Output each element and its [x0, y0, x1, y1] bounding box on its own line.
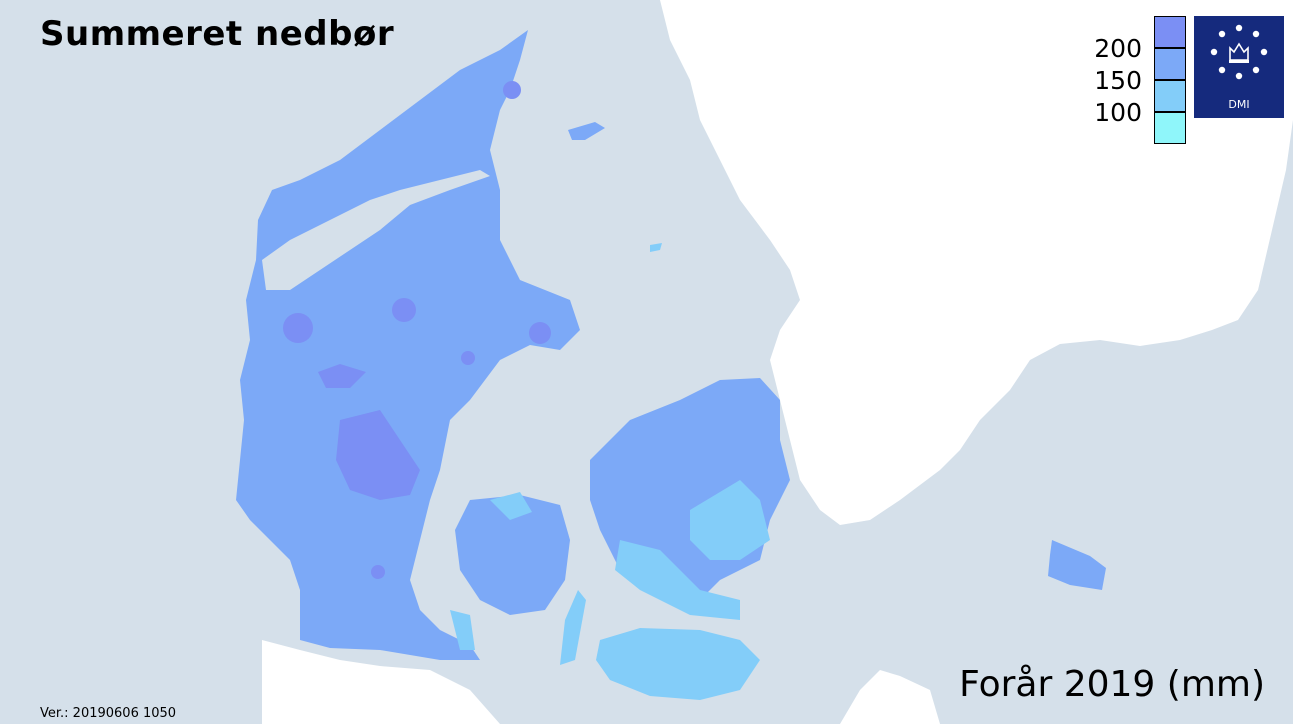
legend-swatch-under-100 [1154, 112, 1186, 144]
crown-stars-icon [1210, 24, 1268, 80]
legend-swatch-over-200 [1154, 16, 1186, 48]
south-jutland-light-area [450, 610, 475, 650]
bornholm-region [1048, 540, 1106, 590]
germany-land [262, 640, 500, 724]
precipitation-legend: 200 150 100 [1086, 16, 1186, 148]
legend-label-200: 200 [1094, 34, 1142, 63]
limfjord-channel [262, 170, 490, 290]
zealand-south-light-area [615, 540, 740, 620]
dmi-logo-text: DMI [1228, 98, 1250, 111]
high-precip-spot-5 [503, 81, 521, 99]
lolland-falster-region [596, 628, 760, 700]
high-precip-spot-2 [392, 298, 416, 322]
sweden-land [660, 0, 1293, 525]
sweden-coast-islands [1226, 150, 1252, 300]
langeland-region [560, 590, 586, 665]
high-precip-spot-4 [318, 364, 366, 388]
legend-label-100: 100 [1094, 98, 1142, 127]
anholt-island [650, 243, 662, 252]
germany-east-land [840, 670, 940, 724]
period-unit-label: Forår 2019 (mm) [959, 664, 1265, 705]
legend-swatch-150-200 [1154, 48, 1186, 80]
high-precip-spot-7 [371, 565, 385, 579]
jutland-region [236, 30, 580, 660]
version-label: Ver.: 20190606 1050 [40, 706, 177, 721]
funen-region [455, 495, 570, 615]
high-precip-spot-6 [461, 351, 475, 365]
funen-light-area [490, 492, 532, 520]
legend-swatch-100-150 [1154, 80, 1186, 112]
high-precip-central-jutland [336, 410, 420, 500]
zealand-light-area [690, 480, 770, 560]
legend-label-150: 150 [1094, 66, 1142, 95]
high-precip-spot-1 [283, 313, 313, 343]
map-title: Summeret nedbør [40, 14, 395, 54]
high-precip-spot-3 [529, 322, 551, 344]
dmi-logo: DMI [1194, 16, 1284, 118]
laeso-island [568, 122, 605, 140]
